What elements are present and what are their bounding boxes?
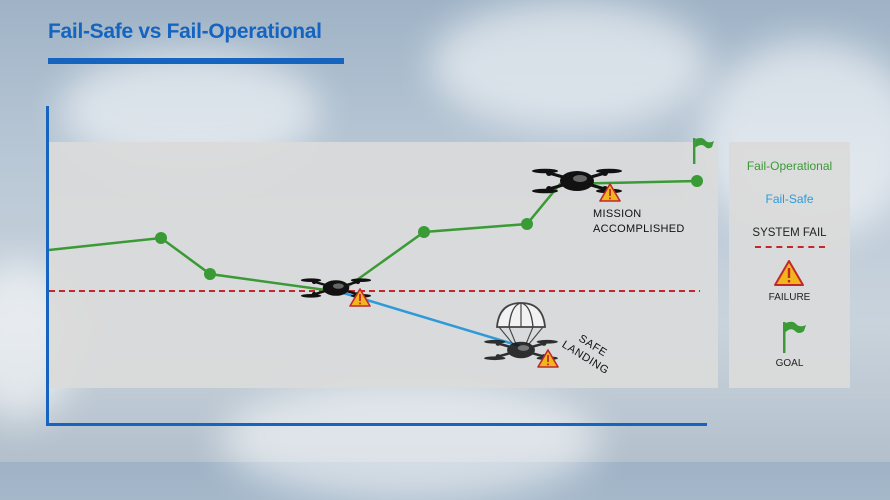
- legend-system-fail: SYSTEM FAIL: [752, 227, 827, 239]
- y-axis: [46, 106, 49, 426]
- parachute-drone-icon: [482, 302, 560, 362]
- path-node: [418, 226, 430, 238]
- path-node: [204, 268, 216, 280]
- title-underline: [48, 58, 344, 64]
- mission-label-line1: MISSION: [593, 208, 642, 220]
- mission-accomplished-label: MISSION ACCOMPLISHED: [593, 207, 685, 236]
- goal-flag-icon: [783, 321, 806, 353]
- legend-system-fail-line: [755, 246, 825, 248]
- legend-fail-safe: Fail-Safe: [765, 192, 814, 206]
- path-node: [521, 218, 533, 230]
- path-node: [155, 232, 167, 244]
- legend-goal-label: GOAL: [775, 358, 804, 369]
- warning-triangle-icon: [774, 260, 804, 286]
- legend-fail-operational: Fail-Operational: [746, 159, 833, 173]
- x-axis: [46, 423, 707, 426]
- fail-safe-path: [339, 290, 521, 348]
- fail-operational-path: [48, 179, 698, 294]
- page-title: Fail-Safe vs Fail-Operational: [48, 20, 322, 43]
- legend-panel: Fail-Operational Fail-Safe SYSTEM FAIL F…: [729, 142, 850, 388]
- diagram-overlay: [48, 137, 714, 368]
- path-node: [691, 175, 703, 187]
- mission-label-line2: ACCOMPLISHED: [593, 222, 685, 235]
- goal-flag-icon: [693, 137, 714, 164]
- legend-failure-label: FAILURE: [768, 292, 811, 303]
